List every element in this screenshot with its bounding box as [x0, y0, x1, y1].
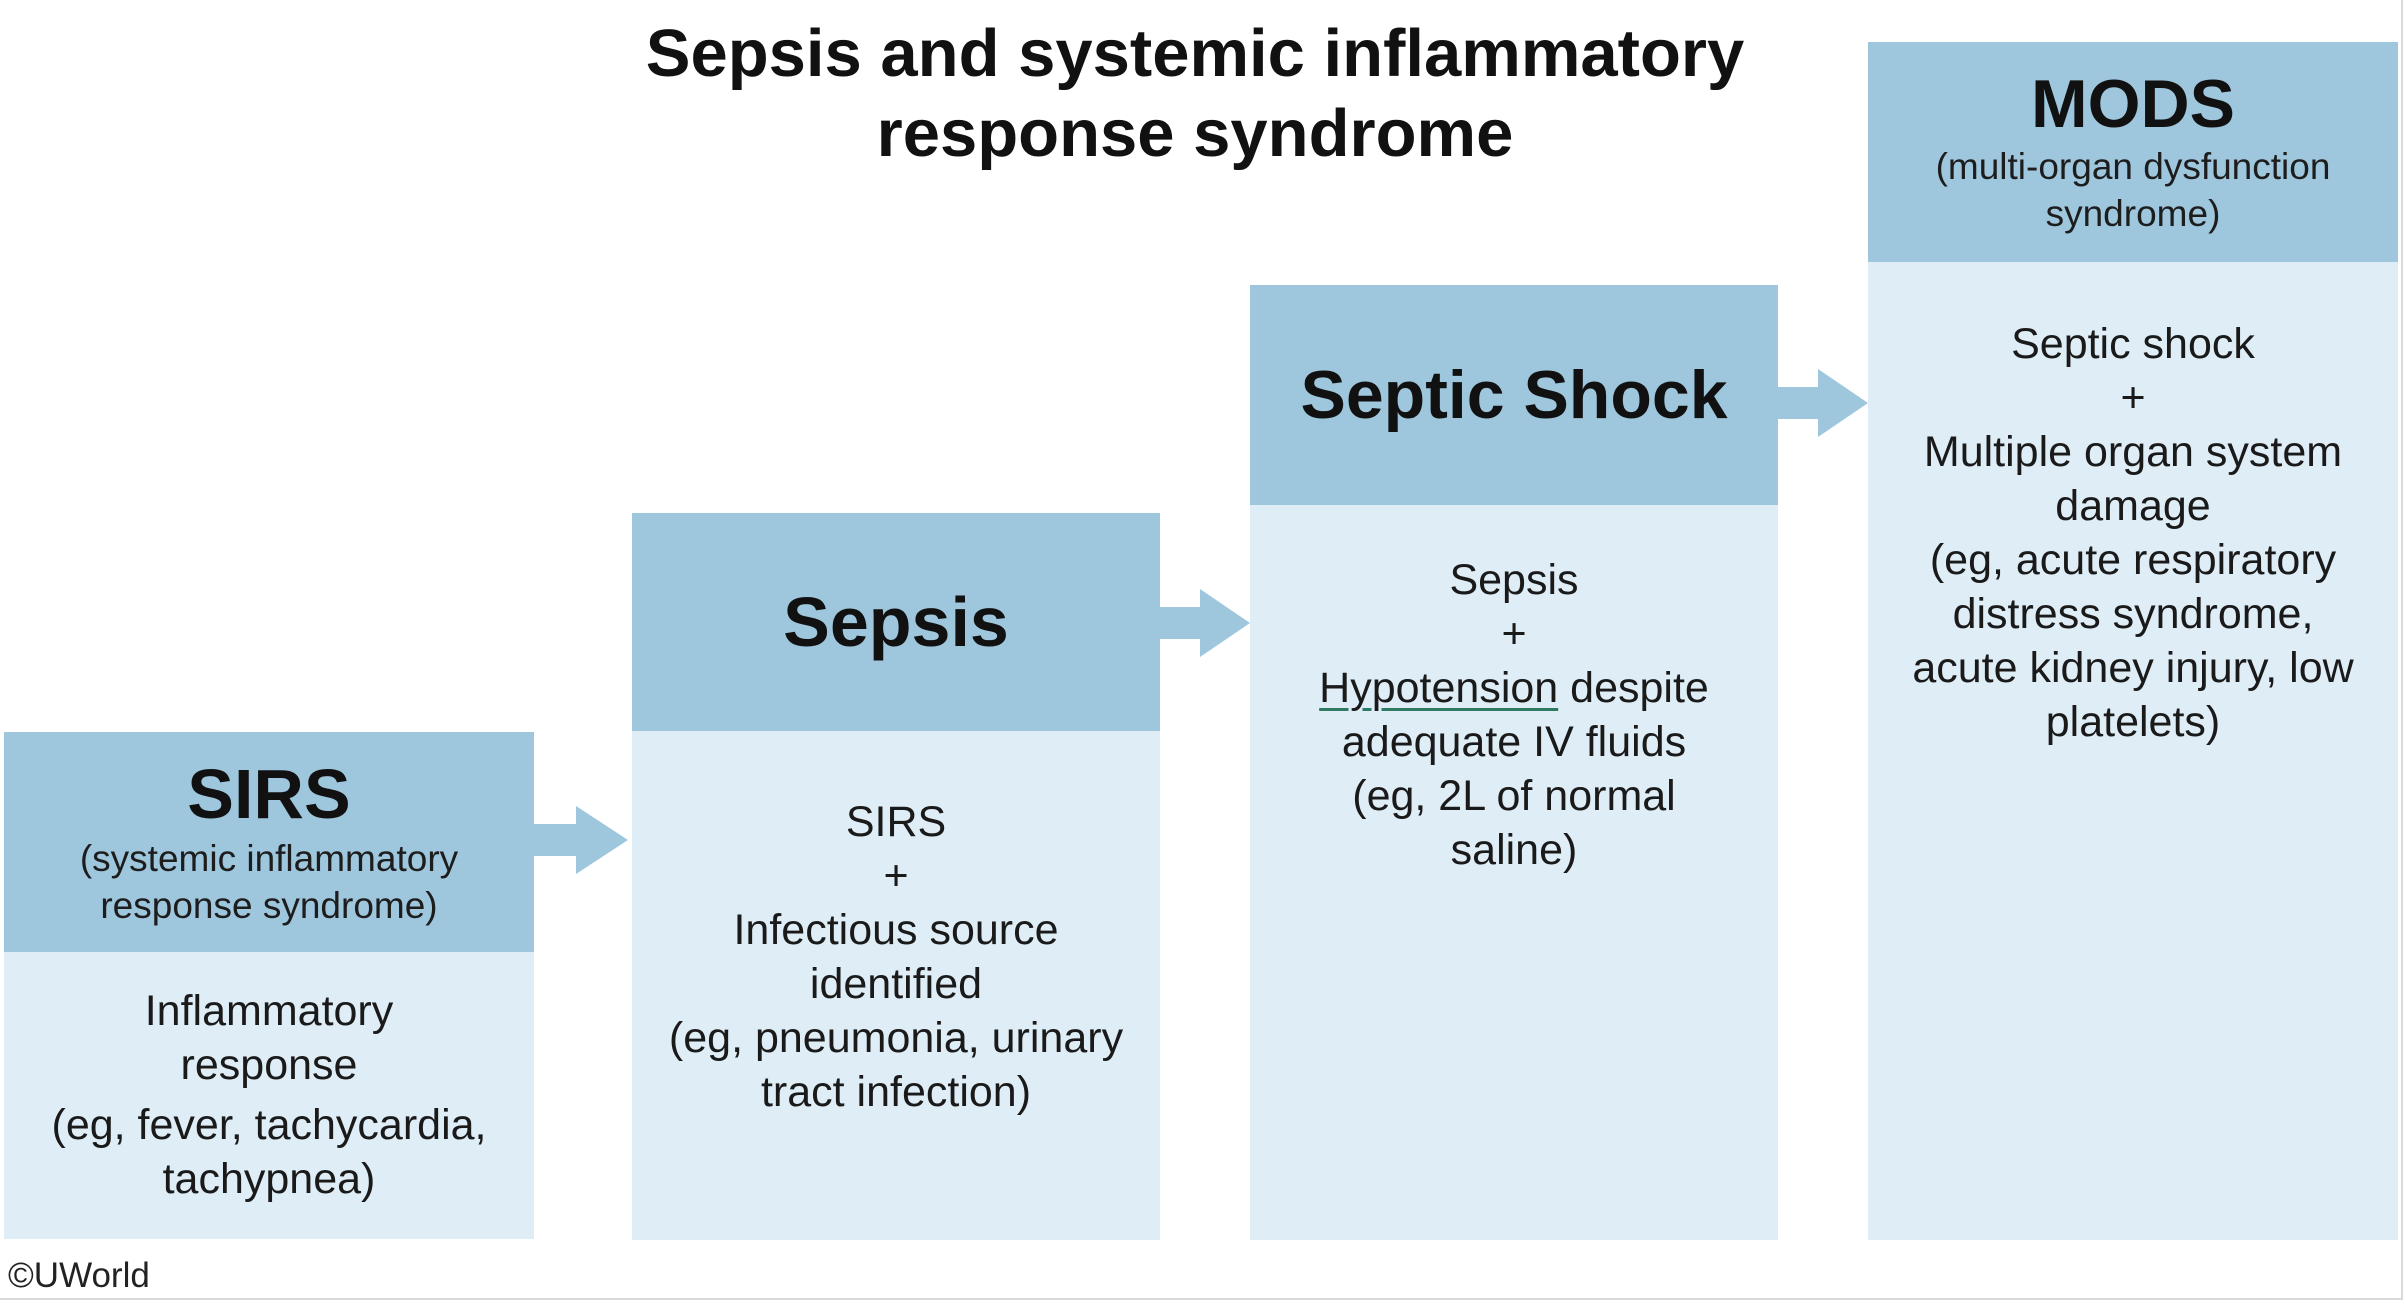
hypotension-term: Hypotension: [1319, 664, 1559, 712]
stage-septic-shock-desc-line-1: Sepsis: [1449, 556, 1579, 604]
stage-sepsis-desc-line-1: SIRS: [845, 798, 947, 846]
stage-sirs-desc-line-1: Inflammatory: [144, 987, 394, 1035]
arrow-right-icon: [534, 806, 628, 874]
stage-sepsis-header: Sepsis: [632, 513, 1160, 731]
stage-septic-shock-desc-line-3: Hypotension despite: [1250, 661, 1778, 715]
stage-mods-subtitle-line-2: syndrome): [2045, 193, 2221, 235]
stage-septic-shock-desc-line-3-rest: despite: [1558, 664, 1709, 712]
stage-sepsis-name: Sepsis: [783, 582, 1009, 661]
stage-sepsis-desc-line-4: identified: [809, 960, 983, 1008]
stage-mods-subtitle-line-1: (multi-organ dysfunction: [1935, 146, 2331, 188]
stage-septic-shock-name: Septic Shock: [1300, 356, 1728, 433]
stage-sirs-header: SIRS (systemic inflammatory response syn…: [4, 732, 534, 952]
stage-mods-name: MODS: [2031, 65, 2235, 142]
stage-mods-desc-line-7: acute kidney injury, low: [1912, 644, 2354, 692]
stage-sepsis-desc-line-5: (eg, pneumonia, urinary: [668, 1014, 1124, 1062]
stage-mods-desc-line-3: Multiple organ system: [1923, 428, 2343, 476]
stage-mods-description: Septic shock + Multiple organ system dam…: [1868, 317, 2398, 749]
title-line-1: Sepsis and systemic inflammatory: [645, 16, 1745, 91]
stage-septic-shock: Septic Shock Sepsis + Hypotension despit…: [1250, 285, 1778, 1240]
arrow-right-icon: [1160, 589, 1250, 657]
stage-sepsis-desc-line-3: Infectious source: [733, 906, 1059, 954]
stage-mods: MODS (multi-organ dysfunction syndrome) …: [1868, 42, 2398, 1240]
diagram-title: Sepsis and systemic inflammatory respons…: [540, 14, 1850, 174]
stage-sirs-desc-line-3: (eg, fever, tachycardia,: [51, 1101, 487, 1149]
stage-sepsis-desc-line-6: tract infection): [760, 1068, 1032, 1116]
stage-sirs-desc-line-2: response: [180, 1041, 358, 1089]
stage-septic-shock-description: Sepsis + Hypotension despite adequate IV…: [1250, 553, 1778, 877]
stage-sirs-description: Inflammatory response (eg, fever, tachyc…: [4, 984, 534, 1206]
stage-sirs-subtitle-line-2: response syndrome): [100, 884, 438, 926]
stage-sirs-subtitle: (systemic inflammatory response syndrome…: [80, 835, 458, 929]
stage-sepsis: Sepsis SIRS + Infectious source identifi…: [632, 513, 1160, 1240]
stage-mods-header: MODS (multi-organ dysfunction syndrome): [1868, 42, 2398, 262]
stage-sirs-name: SIRS: [187, 754, 351, 833]
arrow-right-icon: [1778, 369, 1868, 437]
stage-sirs-desc-line-4: tachypnea): [162, 1155, 376, 1203]
stage-septic-shock-header: Septic Shock: [1250, 285, 1778, 505]
stage-sirs-subtitle-line-1: (systemic inflammatory: [79, 837, 459, 879]
stage-septic-shock-desc-line-6: saline): [1450, 826, 1578, 874]
stage-sepsis-desc-line-2: +: [883, 852, 909, 900]
stage-mods-desc-line-4: damage: [2055, 482, 2211, 530]
stage-septic-shock-desc-line-4: adequate IV fluids: [1341, 718, 1687, 766]
stage-mods-desc-line-1: Septic shock: [2011, 320, 2255, 368]
stage-septic-shock-desc-line-2: +: [1501, 610, 1527, 658]
stage-mods-desc-line-5: (eg, acute respiratory: [1929, 536, 2337, 584]
stage-mods-desc-line-2: +: [2120, 374, 2146, 422]
stage-mods-subtitle: (multi-organ dysfunction syndrome): [1936, 143, 2331, 237]
stage-sirs: SIRS (systemic inflammatory response syn…: [4, 732, 534, 1239]
stage-mods-desc-line-8: platelets): [2045, 698, 2221, 746]
copyright-notice: ©UWorld: [8, 1256, 150, 1295]
stage-mods-desc-line-6: distress syndrome,: [1952, 590, 2314, 638]
title-line-2: response syndrome: [876, 96, 1514, 171]
stage-sepsis-description: SIRS + Infectious source identified (eg,…: [632, 795, 1160, 1119]
stage-septic-shock-desc-line-5: (eg, 2L of normal: [1352, 772, 1676, 820]
